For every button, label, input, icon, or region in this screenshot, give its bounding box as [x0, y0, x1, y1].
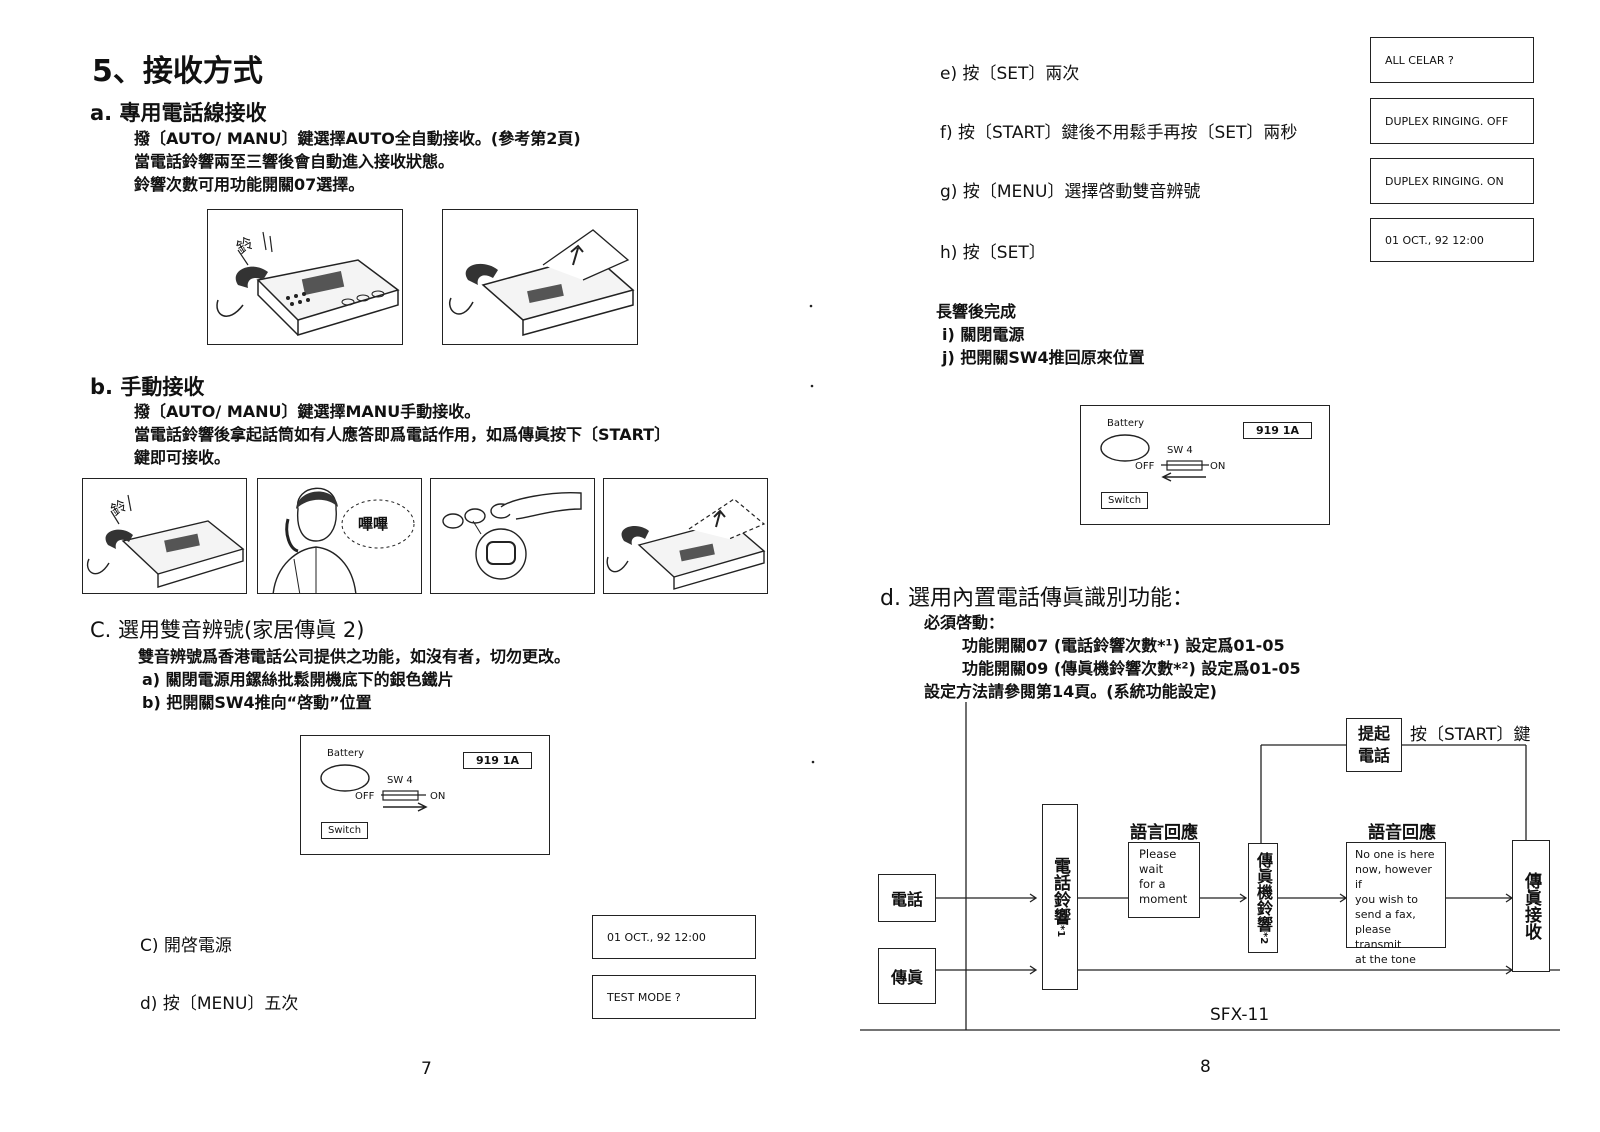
part-code-label: 919 1A: [1243, 422, 1312, 439]
text-c-step-a: a) 關閉電源用鏍絲批鬆開機底下的銀色鐵片: [142, 670, 454, 689]
lcd-display-c: 01 OCT., 92 12:00: [592, 915, 756, 959]
battery-label: Battery: [327, 748, 365, 759]
section-title: 5、接收方式: [92, 54, 263, 89]
text-b-line1: 撥〔AUTO/ MANU〕鍵選擇MANU手動接收。: [134, 402, 481, 421]
heading-b: b. 手動接收: [90, 375, 205, 399]
text-b-line3: 鍵即可接收。: [134, 448, 231, 467]
fax-input-box: 傳眞: [878, 948, 936, 1004]
on-label: ON: [430, 791, 446, 802]
phone-ring-note: *1: [1055, 924, 1066, 938]
lcd-display-h: 01 OCT., 92 12:00: [1370, 218, 1534, 262]
fax-machine-icon: [448, 229, 635, 336]
fax-machine-icon: [216, 231, 400, 337]
fax-machine-icon: [606, 498, 766, 590]
switch-graphic: [320, 764, 428, 812]
text-c-step-b: b) 把開關SW4推向“啓動”位置: [142, 693, 372, 712]
speech-bubble-text: 嗶嗶: [358, 515, 389, 533]
fax-receiving-illustration-2: [603, 478, 768, 594]
press-start-illustration: [430, 478, 595, 594]
lcd-display-e: ALL CELAR ?: [1370, 37, 1534, 83]
text-b-line2: 當電話鈴響後拿起話筒如有人應答即爲電話作用，如爲傳眞按下〔START〕: [134, 425, 671, 444]
fax-receiving-illustration: [442, 209, 638, 345]
text-d-line4: 設定方法請參閱第14頁。(系統功能設定): [924, 682, 1217, 701]
model-label: SFX-11: [1210, 1005, 1270, 1025]
text-a-line3: 鈴響次數可用功能開關07選擇。: [134, 175, 365, 194]
sw4-switch-diagram: Battery 919 1A SW 4 OFF ON Switch: [300, 735, 550, 855]
text-d-line1: 必須啓動：: [924, 613, 1005, 632]
finger-press-icon: [442, 491, 582, 580]
step-d-menu: d) 按〔MENU〕五次: [140, 994, 299, 1014]
step-g: g) 按〔MENU〕選擇啓動雙音辨號: [940, 182, 1201, 202]
text-done: 長響後完成: [936, 302, 1017, 321]
step-j: j) 把開關SW4推回原來位置: [942, 348, 1145, 367]
text-a-line2: 當電話鈴響兩至三響後會自動進入接收狀態。: [134, 152, 455, 171]
step-i: i) 關閉電源: [942, 325, 1025, 344]
text-c-line1: 雙音辨號爲香港電話公司提供之功能，如沒有者，切勿更改。: [138, 647, 571, 666]
page-number-left: 7: [421, 1059, 432, 1079]
call-flow-diagram-lines: [860, 702, 1560, 1031]
switch-label: Switch: [321, 822, 369, 839]
step-e: e) 按〔SET〕兩次: [940, 64, 1080, 84]
lcd-display-d: TEST MODE ?: [592, 975, 756, 1019]
voice-response-message-2: No one is here now, however if you wish …: [1346, 842, 1446, 966]
step-c-power-on: C) 開啓電源: [140, 936, 232, 956]
text-d-line2: 功能開關07 (電話鈴響次數*¹) 設定爲01-05: [962, 636, 1285, 655]
step-f: f) 按〔START〕鍵後不用鬆手再按〔SET〕兩秒: [940, 123, 1298, 143]
battery-label: Battery: [1107, 418, 1145, 429]
fax-ringing-illustration: 鈴: [207, 209, 403, 345]
scan-specks: [809, 304, 815, 764]
sw4-switch-diagram-right: Battery 919 1A SW 4 OFF ON Switch: [1080, 405, 1330, 525]
speech-bubble-icon: [341, 499, 415, 549]
off-label: OFF: [355, 791, 375, 802]
switch-graphic: [1100, 434, 1209, 482]
person-on-phone-icon: [272, 487, 357, 593]
pickup-phone-box: 提起 電話: [1346, 718, 1402, 772]
page-number-right: 8: [1200, 1057, 1211, 1077]
sw4-label: SW 4: [387, 775, 413, 786]
off-label: OFF: [1135, 461, 1155, 472]
heading-d: d. 選用內置電話傳眞識別功能：: [880, 586, 1194, 611]
on-label: ON: [1210, 461, 1226, 472]
fax-ring-box: 傳眞機鈴響 *2: [1248, 843, 1278, 953]
text-d-line3: 功能開關09 (傳眞機鈴響次數*²) 設定爲01-05: [962, 659, 1301, 678]
fax-ring-text: 傳眞機鈴響: [1254, 851, 1273, 932]
heading-a: a. 專用電話線接收: [90, 101, 267, 125]
voice-response-message-1: Please wait for a moment: [1128, 842, 1200, 918]
lcd-display-g: DUPLEX RINGING. ON: [1370, 158, 1534, 204]
voice-response-label-2: 語音回應: [1368, 823, 1436, 843]
fax-receive-text: 傳眞接收: [1521, 872, 1541, 940]
phone-ring-text: 電話鈴響: [1050, 856, 1070, 925]
sw4-label: SW 4: [1167, 445, 1193, 456]
heading-c: C. 選用雙音辨號(家居傳眞 2): [90, 618, 365, 642]
step-h: h) 按〔SET〕: [940, 243, 1046, 263]
switch-label: Switch: [1101, 492, 1149, 509]
lcd-display-f: DUPLEX RINGING. OFF: [1370, 98, 1534, 144]
text-a-line1: 撥〔AUTO/ MANU〕鍵選擇AUTO全自動接收。(參考第2頁): [134, 129, 581, 148]
phone-input-box: 電話: [878, 874, 936, 922]
fax-receive-box: 傳眞接收: [1512, 840, 1550, 972]
fax-ringing-illustration-2: 鈴: [82, 478, 247, 594]
voice-response-label-1: 語言回應: [1130, 823, 1198, 843]
phone-ring-box: 電話鈴響 *1: [1042, 804, 1078, 990]
fax-ring-note: *2: [1258, 931, 1269, 945]
person-answering-illustration: 嗶嗶: [257, 478, 422, 594]
fax-machine-icon: [86, 494, 245, 588]
press-start-label: 按〔START〕鍵: [1410, 725, 1531, 745]
part-code-label: 919 1A: [463, 752, 532, 769]
